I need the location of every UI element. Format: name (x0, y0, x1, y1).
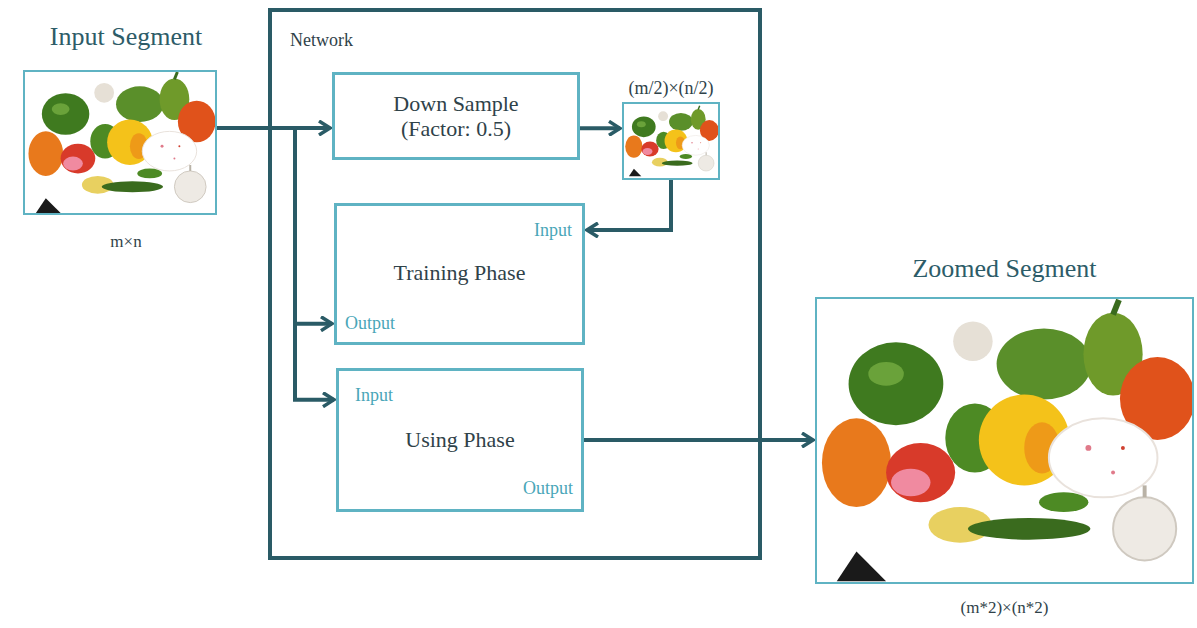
process-label: Down Sample (Factor: 0.5) (375, 91, 537, 142)
dimension-label: (m/2)×(n/2) (612, 78, 730, 99)
port-label: Input (534, 220, 572, 241)
image-frame (622, 102, 720, 180)
downsampled-picture (624, 106, 719, 177)
flow-arrow (584, 438, 813, 442)
flow-arrow (217, 128, 334, 400)
port-label: Output (523, 478, 573, 499)
image-frame (815, 297, 1194, 584)
flow-arrow (580, 126, 620, 130)
phase-title: Using Phase (339, 427, 581, 452)
heading: Input Segment (10, 22, 242, 52)
image-box: Zoomed Segment (m*2)×(n*2) (812, 252, 1197, 628)
network-box: NetworkDown Sample (Factor: 0.5) (m/2)×(n… (268, 8, 762, 560)
port-label: Output (345, 313, 395, 334)
dimension-label: m×n (10, 232, 242, 252)
phase-box: InputUsing PhaseOutput (336, 368, 584, 512)
dimension-label: (m*2)×(n*2) (812, 598, 1197, 618)
flow-arrow (217, 128, 332, 324)
phase-title: Training Phase (337, 260, 582, 285)
image-frame (23, 70, 217, 215)
flow-arrow (587, 180, 671, 230)
process-box: Down Sample (Factor: 0.5) (332, 72, 580, 160)
image-box: (m/2)×(n/2) (612, 76, 730, 182)
container-title: Network (290, 30, 353, 51)
image-box: Input Segment m×n (10, 18, 242, 258)
phase-box: InputTraining PhaseOutput (334, 203, 585, 345)
input-picture (26, 72, 215, 213)
port-label: Input (355, 385, 393, 406)
zoomed-picture (817, 300, 1195, 581)
heading: Zoomed Segment (812, 254, 1197, 284)
